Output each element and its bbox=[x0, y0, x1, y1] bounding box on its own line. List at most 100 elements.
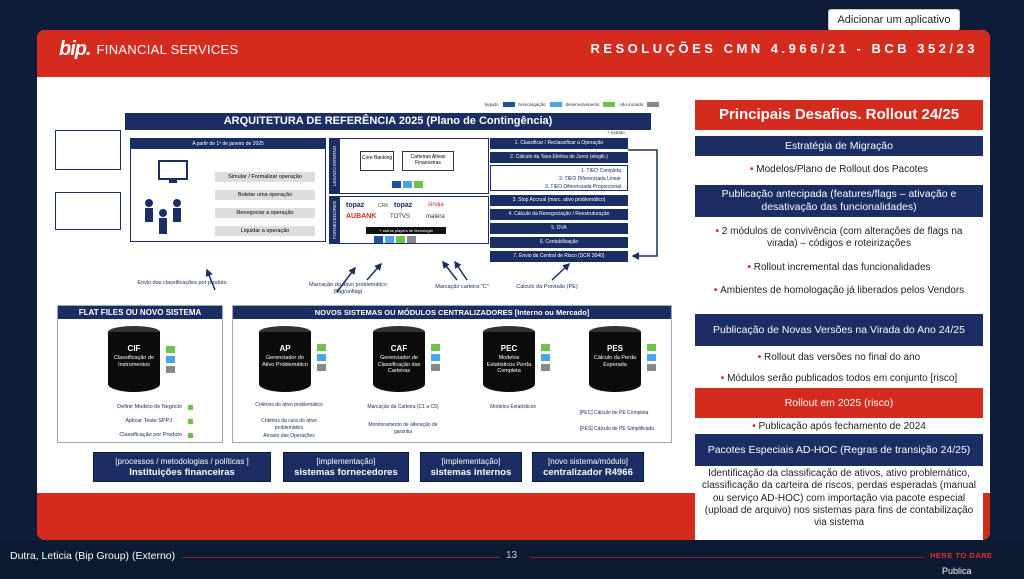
status-desenvolvimento bbox=[541, 344, 550, 351]
carteiras-box: Carteiras Ativas Financeiras bbox=[402, 151, 454, 171]
legend-swatch bbox=[647, 102, 660, 107]
vendor-crk: CRK bbox=[378, 203, 389, 209]
vendor-sinqia: sinqia bbox=[428, 202, 444, 208]
progress-line bbox=[530, 557, 925, 558]
tieo-proporcional: 3. TIEO Diferenciada Proporcional bbox=[544, 184, 621, 190]
pec-database-icon: PEC Modelos Estatísticos Perda Completa bbox=[483, 326, 535, 398]
box-fornecedores-top: [implementação] bbox=[316, 457, 376, 466]
op-renegociar: Renegociar a operação bbox=[215, 208, 315, 218]
status-desenvolvimento bbox=[396, 236, 405, 243]
op-simular: Simular / Formalizar operação bbox=[215, 172, 315, 182]
challenge-rollout-2025: Rollout em 2025 (risco) bbox=[695, 388, 983, 418]
status-legado bbox=[392, 181, 401, 188]
challenge-publicacao: Publicação antecipada (features/flags – … bbox=[695, 185, 983, 217]
cif-desc: Classificação de Instrumentos bbox=[113, 355, 155, 368]
challenge-migracao: Estratégia de Migração bbox=[695, 136, 983, 156]
legend-nao-iniciado: não iniciado bbox=[619, 102, 644, 107]
tieo-desc: Controle de Elegibilidade bbox=[60, 142, 116, 148]
brand-subtitle: FINANCIAL SERVICES bbox=[96, 42, 239, 57]
challenge-item-text: 2 módulos de convivência (com alterações… bbox=[721, 226, 963, 249]
status-homologacao bbox=[385, 236, 394, 243]
status-nao-iniciado bbox=[541, 364, 550, 371]
status-homologacao bbox=[541, 354, 550, 361]
challenges-panel: Principais Desafios. Rollout 24/25 Estra… bbox=[695, 100, 983, 540]
step-1: 1. Classificar / Reclassificar a Operaçã… bbox=[490, 138, 628, 149]
vendors-note: + outros players de tecnologia bbox=[366, 227, 446, 234]
step-2: 2. Cálculo da Taxa Efetiva de Juros (ele… bbox=[490, 152, 628, 163]
slide-header: bip. FINANCIAL SERVICES RESOLUÇÕES CMN 4… bbox=[37, 30, 990, 77]
rr-box: RR Critérios de Reestruturação external.… bbox=[55, 192, 121, 230]
cif-item-3: Classificação por Produto bbox=[119, 432, 182, 438]
tieo-linear: 2. TIEO Diferenciada Linear bbox=[559, 176, 621, 182]
step-4: 4. Cálculo da Renegociação / Reestrutura… bbox=[490, 209, 628, 220]
pes-item-1: [PEC] Cálculo de PE Completa bbox=[579, 410, 649, 416]
status-nao-iniciado bbox=[166, 366, 175, 373]
legend-swatch bbox=[502, 102, 515, 107]
core-banking-box: Core Banking bbox=[360, 151, 394, 171]
ap-item-1: Critérios do ativo problemático bbox=[255, 402, 323, 408]
ap-desc: Gerenciador do Ativo Problemático bbox=[262, 355, 308, 368]
status-legado bbox=[374, 236, 383, 243]
box-centralizador-top: [novo sistema/módulo] bbox=[547, 457, 629, 466]
tieo-title: TIEO bbox=[79, 135, 97, 142]
caf-desc: Gerenciador de Classificação das Carteir… bbox=[377, 355, 421, 374]
vendor-topaz-2: topaz bbox=[394, 202, 413, 209]
status-desenvolvimento bbox=[166, 346, 175, 353]
legado-interno-label: LEGADO INTERNO bbox=[330, 139, 340, 193]
challenge-item-text: Ambientes de homologação já liberados pe… bbox=[720, 285, 965, 296]
slogan: HERE TO DARE bbox=[930, 551, 993, 560]
operations-panel: A partir de 1º de janeiro de 2025 Simula… bbox=[130, 138, 326, 242]
vendor-topaz: topaz bbox=[346, 202, 365, 209]
cif-database-icon: CIF Classificação de Instrumentos bbox=[108, 326, 160, 398]
pes-item-2: [PES] Cálculo de PE Simplificada bbox=[579, 426, 655, 432]
presentation-slide: bip. FINANCIAL SERVICES RESOLUÇÕES CMN 4… bbox=[37, 30, 990, 540]
tieo-box: TIEO Controle de Elegibilidade (tabela c… bbox=[55, 130, 121, 170]
tieo-completa: 1. TIEO Completa bbox=[581, 168, 621, 174]
box-fornecedores: [implementação]sistemas fornecedores bbox=[283, 452, 409, 482]
legend-homologacao: homologação bbox=[518, 102, 546, 107]
vendor-totvs: TOTVS bbox=[390, 214, 410, 220]
box-internos: [implementação]sistemas internos bbox=[420, 452, 522, 482]
box-internos-top: [implementação] bbox=[441, 457, 501, 466]
step-6: 6. Contabilização bbox=[490, 237, 628, 248]
status-dot bbox=[188, 405, 193, 410]
caf-item-1: Marcação da Carteira (C1 a C5) bbox=[367, 404, 439, 410]
challenge-item-text: Rollout incremental das funcionalidades bbox=[753, 262, 931, 273]
status-homologacao bbox=[166, 356, 175, 363]
pes-name: PES bbox=[606, 344, 623, 353]
status-homologacao bbox=[431, 354, 440, 361]
challenge-item: • Módulos serão publicados todos em conj… bbox=[720, 373, 958, 384]
flow-envio: Envio das classificações por produto bbox=[137, 280, 227, 286]
status-desenvolvimento bbox=[414, 181, 423, 188]
flow-provisao: Cálculo da Provisão (PE) bbox=[516, 284, 578, 290]
legend: legado homologação desenvolvimento não i… bbox=[485, 102, 660, 107]
pec-desc: Modelos Estatísticos Perda Completa bbox=[486, 355, 532, 374]
pec-item-1: Modelos Estatísticos bbox=[490, 404, 536, 410]
vendor-aubank: AUBANK bbox=[346, 213, 377, 220]
brand: bip. FINANCIAL SERVICES bbox=[59, 38, 239, 61]
pec-name: PEC bbox=[500, 344, 518, 353]
cif-name: CIF bbox=[127, 344, 141, 353]
vendor-matera: matera bbox=[426, 214, 445, 220]
legado-interno-panel: LEGADO INTERNO Core Banking Carteiras At… bbox=[329, 138, 489, 194]
op-liquidar: Liquidar a operação bbox=[215, 226, 315, 236]
legend-legado: legado bbox=[485, 102, 499, 107]
box-centralizador: [novo sistema/módulo]centralizador R4966 bbox=[532, 452, 644, 482]
date-label: A partir de 1º de janeiro de 2025 bbox=[131, 139, 325, 149]
participant-name: Dutra, Leticia (Bip Group) (Externo) bbox=[10, 550, 176, 562]
step-7: 7. Envio da Central de Risco (SCR 3040) bbox=[490, 251, 628, 262]
status-desenvolvimento bbox=[317, 344, 326, 351]
ap-name: AP bbox=[279, 344, 291, 353]
challenge-item: • Rollout incremental das funcionalidade… bbox=[747, 262, 931, 273]
challenge-pacotes-text: Identificação da classificação de ativos… bbox=[701, 468, 977, 529]
fornecedores-label: FORNECEDORES bbox=[330, 197, 340, 243]
challenge-item-text: Modelos/Plano de Rollout dos Pacotes bbox=[756, 164, 929, 175]
architecture-title: ARQUITETURA DE REFERÊNCIA 2025 (Plano de… bbox=[125, 113, 651, 130]
challenge-novas-versoes: Publicação de Novas Versões na Virada do… bbox=[695, 314, 983, 346]
rr-title: RR bbox=[82, 197, 94, 204]
status-desenvolvimento bbox=[647, 344, 656, 351]
